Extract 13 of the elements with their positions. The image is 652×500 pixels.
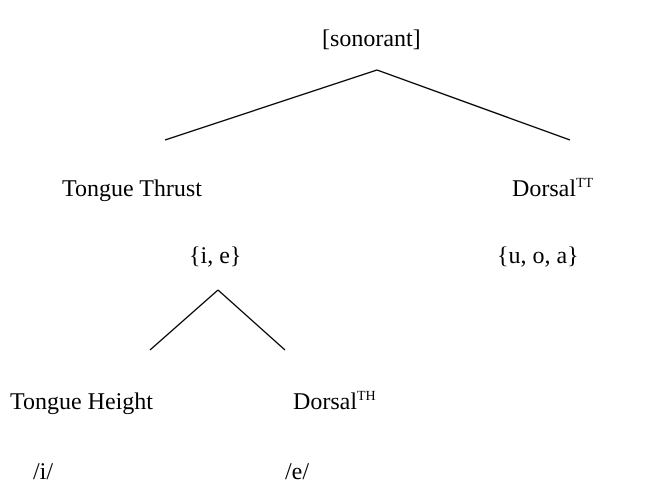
node-label: Dorsal$^{TH}$ xyxy=(293,388,376,416)
tree-branch xyxy=(376,69,570,141)
tree-branch xyxy=(164,69,378,141)
feature-set: /e/ xyxy=(285,458,309,486)
node-label: Dorsal$^{TT}$ xyxy=(512,175,594,203)
tree-branch xyxy=(218,290,286,350)
node-label: Tongue Height xyxy=(10,388,153,416)
feature-set: {u, o, a} xyxy=(497,242,579,270)
feature-set: {i, e} xyxy=(189,242,242,270)
tree-branch xyxy=(150,290,218,350)
node-label: [sonorant] xyxy=(322,25,421,53)
feature-set: /i/ xyxy=(33,458,54,486)
node-label: Tongue Thrust xyxy=(62,175,202,203)
